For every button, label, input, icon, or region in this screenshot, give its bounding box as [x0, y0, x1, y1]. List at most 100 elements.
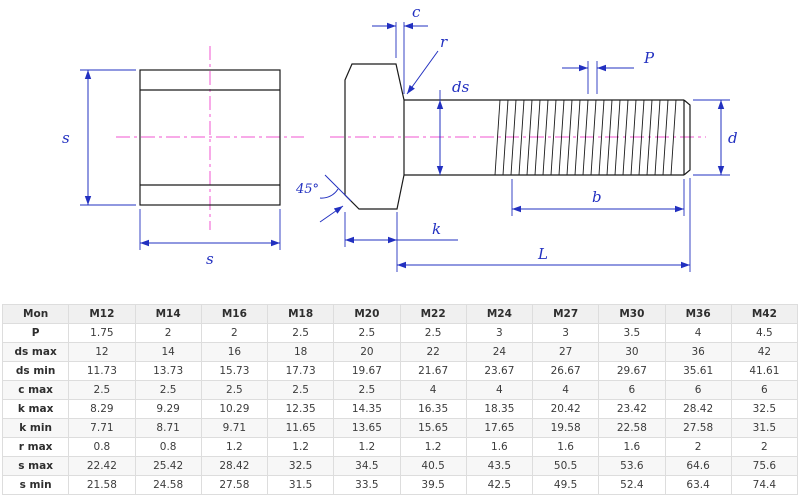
spec-value: 64.6: [664, 456, 732, 476]
spec-value: 2.5: [399, 323, 467, 343]
column-header: M14: [134, 304, 202, 324]
thread-line: [502, 99, 509, 176]
column-header: M30: [598, 304, 666, 324]
spec-value: 29.67: [598, 361, 666, 381]
thread-line: [670, 99, 677, 176]
dim-label-angle: 45°: [295, 182, 319, 197]
spec-value: 2.5: [333, 323, 401, 343]
thread-hatching: [494, 99, 677, 176]
spec-value: 14.35: [333, 399, 401, 419]
spec-value: 1.75: [68, 323, 136, 343]
thread-line: [638, 99, 645, 176]
spec-value: 27: [531, 342, 600, 362]
spec-value: 22.42: [68, 456, 136, 476]
spec-value: 14: [134, 342, 202, 362]
thread-line: [630, 99, 637, 176]
column-header: M20: [333, 304, 401, 324]
row-label: s min: [1, 475, 70, 495]
spec-value: 7.71: [68, 418, 136, 438]
spec-value: 75.6: [730, 456, 799, 476]
column-header: M16: [200, 304, 269, 324]
dimension-p: P: [562, 49, 655, 94]
spec-value: 24: [465, 342, 534, 362]
spec-value: 26.67: [531, 361, 600, 381]
head-side-outline: [344, 63, 405, 210]
thread-line: [558, 99, 565, 176]
spec-value: 30: [598, 342, 666, 362]
spec-value: 40.5: [399, 456, 467, 476]
dim-label-ds: ds: [452, 78, 470, 96]
dimension-b: b: [511, 179, 685, 216]
spec-value: 2: [664, 437, 732, 457]
dimension-ds: ds: [436, 78, 470, 175]
spec-value: 15.65: [399, 418, 467, 438]
spec-value: 52.4: [598, 475, 666, 495]
spec-value: 4.5: [730, 323, 799, 343]
thread-line: [566, 99, 573, 176]
spec-value: 23.67: [465, 361, 534, 381]
spec-value: 8.71: [134, 418, 202, 438]
spec-value: 22.58: [598, 418, 666, 438]
spec-value: 11.65: [266, 418, 335, 438]
spec-value: 42.5: [465, 475, 534, 495]
spec-value: 2: [134, 323, 202, 343]
row-label: s max: [1, 456, 70, 476]
thread-line: [518, 99, 525, 176]
spec-value: 21.67: [399, 361, 467, 381]
dimension-L: L: [397, 178, 691, 272]
spec-value: 6: [664, 380, 732, 400]
spec-value: 32.5: [730, 399, 799, 419]
spec-value: 2.5: [68, 380, 136, 400]
spec-value: 43.5: [465, 456, 534, 476]
dimension-k: k: [344, 212, 458, 272]
front-view: [116, 46, 304, 230]
thread-line: [614, 99, 621, 176]
column-header: M36: [664, 304, 732, 324]
dimension-c: c: [372, 3, 428, 94]
spec-value: 18: [266, 342, 335, 362]
dimension-angle-45: 45°: [295, 174, 352, 223]
dimension-d: d: [693, 99, 738, 176]
spec-value: 6: [730, 380, 799, 400]
row-label: k max: [1, 399, 70, 419]
spec-value: 1.6: [598, 437, 666, 457]
spec-value: 49.5: [531, 475, 600, 495]
spec-value: 3: [465, 323, 534, 343]
dim-label-b: b: [592, 188, 602, 206]
spec-value: 6: [598, 380, 666, 400]
thread-line: [606, 99, 613, 176]
spec-value: 4: [399, 380, 467, 400]
spec-value: 2.5: [200, 380, 269, 400]
thread-line: [494, 99, 501, 176]
spec-value: 2: [730, 437, 799, 457]
spec-value: 24.58: [134, 475, 202, 495]
dim-label-p: P: [643, 49, 655, 67]
spec-value: 31.5: [266, 475, 335, 495]
spec-value: 27.58: [200, 475, 269, 495]
spec-value: 31.5: [730, 418, 799, 438]
spec-value: 25.42: [134, 456, 202, 476]
spec-value: 2.5: [266, 380, 335, 400]
spec-value: 1.6: [465, 437, 534, 457]
spec-value: 2.5: [266, 323, 335, 343]
spec-value: 4: [531, 380, 600, 400]
spec-value: 74.4: [730, 475, 799, 495]
tbolt-technical-drawing: s s c r ds: [62, 3, 738, 272]
thread-line: [622, 99, 629, 176]
spec-value: 3: [531, 323, 600, 343]
spec-value: 1.2: [399, 437, 467, 457]
spec-value: 19.58: [531, 418, 600, 438]
column-header: M12: [68, 304, 136, 324]
spec-value: 20.42: [531, 399, 600, 419]
